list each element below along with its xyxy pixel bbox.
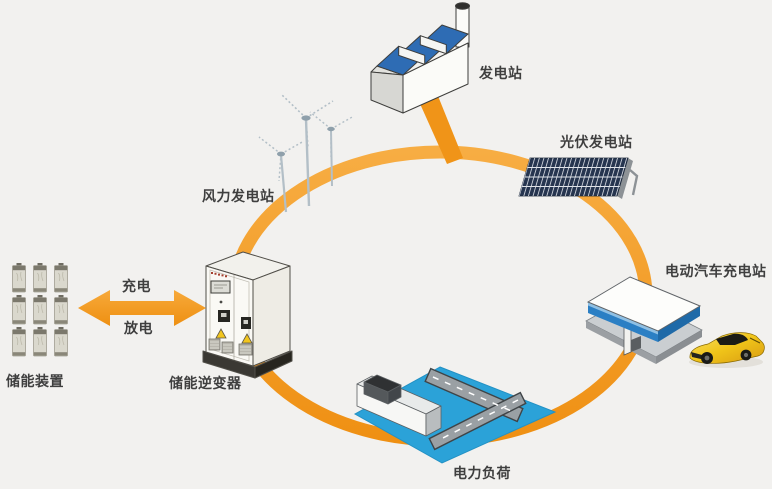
storage-device-label: 储能装置 [6,373,64,389]
wind-turbine [281,94,334,207]
ev-station-icon [585,276,703,364]
wind-station-label: 风力发电站 [202,188,275,204]
inverter-vents [208,338,253,356]
wind-turbine [309,111,355,187]
ev-station-label: 电动汽车充电站 [665,263,767,279]
wind-turbine [258,136,305,213]
load-building [356,374,442,437]
canopy-roof [586,276,702,332]
warning-triangle-icon [241,333,253,344]
car-icon [689,332,765,368]
power-plant-icon [370,2,470,114]
pv-station-label: 光伏发电站 [560,134,633,150]
storage-inverter-label: 储能逆变器 [169,375,242,391]
load-roads [424,367,527,451]
power-load-label: 电力负荷 [453,465,511,481]
wind-turbines-icon [258,94,355,213]
charge-label: 充电 [122,278,151,294]
plant-ring-spoke [417,91,463,164]
battery-array-icon [12,263,68,357]
discharge-label: 放电 [124,320,153,336]
inverter-display [210,280,231,294]
charge-discharge-arrow [78,290,206,326]
load-icon [353,366,557,464]
power-plant-label: 发电站 [479,65,523,81]
inverter-icon [202,251,293,379]
pv-panel-icon [518,157,639,199]
warning-triangle-icon [215,328,227,339]
